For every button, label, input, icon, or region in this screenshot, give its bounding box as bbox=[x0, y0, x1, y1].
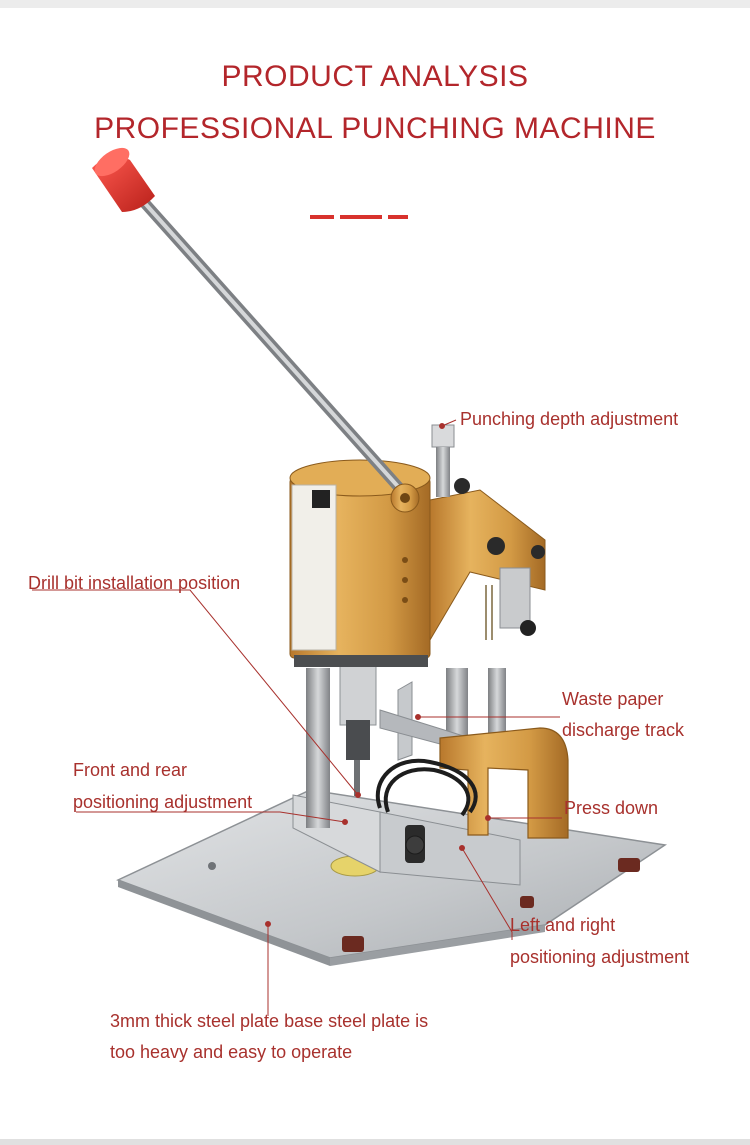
top-border bbox=[0, 0, 750, 8]
callout-base-plate-line1: 3mm thick steel plate base steel plate i… bbox=[110, 1011, 429, 1031]
callout-drill-bit-position: Drill bit installation position bbox=[28, 573, 241, 593]
title-divider-dash bbox=[310, 215, 334, 219]
lever-arm-block bbox=[429, 489, 546, 642]
page-subtitle: PROFESSIONAL PUNCHING MACHINE bbox=[94, 112, 656, 145]
operating-handle bbox=[136, 194, 420, 513]
title-divider-dash bbox=[388, 215, 408, 219]
power-cables bbox=[375, 758, 478, 817]
motor-housing bbox=[289, 459, 431, 667]
callout-base-plate-line2: too heavy and easy to operate bbox=[110, 1042, 353, 1062]
handle-knob bbox=[92, 147, 155, 212]
callout-left-right-line1: Left and right bbox=[510, 915, 616, 935]
callout-left-right-line2: positioning adjustment bbox=[510, 947, 690, 967]
callout-front-rear-line2: positioning adjustment bbox=[73, 792, 253, 812]
callout-waste-track-line2: discharge track bbox=[562, 720, 685, 740]
page-title: PRODUCT ANALYSIS bbox=[221, 60, 529, 93]
callout-waste-track-line1: Waste paper bbox=[562, 689, 664, 709]
callout-press-down: Press down bbox=[564, 798, 659, 818]
guide-posts bbox=[306, 668, 506, 828]
drill-chuck bbox=[339, 654, 377, 796]
rubber-feet bbox=[342, 858, 640, 952]
depth-adjustment-stop bbox=[431, 424, 470, 497]
callout-depth-adjustment: Punching depth adjustment bbox=[460, 409, 679, 429]
bottom-border bbox=[0, 1139, 750, 1145]
positioning-guide bbox=[292, 794, 521, 886]
callout-front-rear-line1: Front and rear bbox=[73, 760, 188, 780]
callout-leader-lines bbox=[32, 419, 562, 1016]
title-divider-dash bbox=[340, 215, 382, 219]
